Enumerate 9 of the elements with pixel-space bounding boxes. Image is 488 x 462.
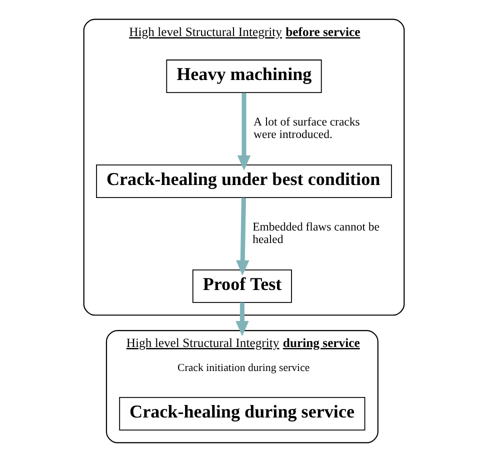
node-box: Crack-healing under best condition — [96, 164, 392, 198]
edge-label: A lot of surface cracks were introduced. — [254, 116, 360, 142]
arrow — [236, 198, 250, 276]
node-box: Proof Test — [192, 269, 292, 303]
node-box: Heavy machining — [166, 60, 322, 94]
arrow — [236, 302, 249, 336]
node-box: Crack-healing during service — [119, 397, 366, 430]
arrow — [237, 92, 251, 170]
edge-label: Embedded flaws cannot be healed — [252, 220, 380, 246]
